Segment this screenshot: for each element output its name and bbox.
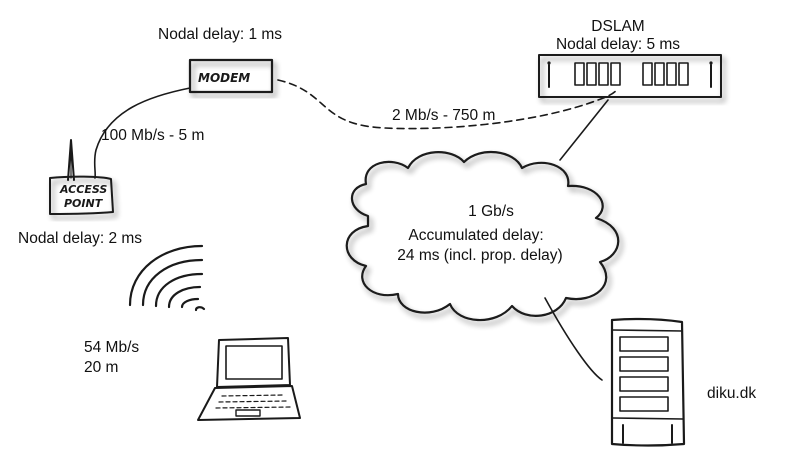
cloud-delay-label: Accumulated delay: (408, 227, 544, 244)
modem-delay-label: Nodal delay: 1 ms (158, 26, 283, 43)
access-point-icon (49, 175, 114, 215)
server-icon (610, 317, 686, 447)
modem-icon-label: MODEM (198, 71, 250, 85)
ethernet-link-label: 100 Mb/s - 5 m (101, 127, 205, 144)
wifi-waves-icon (128, 244, 206, 312)
antenna-icon (67, 139, 75, 181)
dslam-cloud-line (559, 99, 609, 161)
wifi-range-label: 20 m (84, 359, 119, 376)
access-point-delay-label: Nodal delay: 2 ms (18, 230, 143, 247)
access-point-label-line1: ACCESS (59, 183, 107, 196)
access-point-label-line2: POINT (64, 197, 104, 210)
cloud-delay-value-label: 24 ms (incl. prop. delay) (397, 247, 563, 264)
dsl-link-label: 2 Mb/s - 750 m (392, 107, 496, 124)
dslam-name-label: DSLAM (591, 18, 645, 35)
laptop-icon (197, 337, 301, 421)
wifi-rate-label: 54 Mb/s (84, 339, 140, 356)
cloud-rate-label: 1 Gb/s (468, 203, 514, 220)
cloud-icon (345, 150, 620, 322)
dslam-delay-label: Nodal delay: 5 ms (555, 36, 681, 53)
dslam-icon (538, 54, 722, 98)
ethernet-link-line (93, 87, 191, 179)
server-name-label: diku.dk (707, 385, 757, 402)
dsl-link-line (277, 79, 619, 130)
modem-icon (188, 58, 274, 94)
